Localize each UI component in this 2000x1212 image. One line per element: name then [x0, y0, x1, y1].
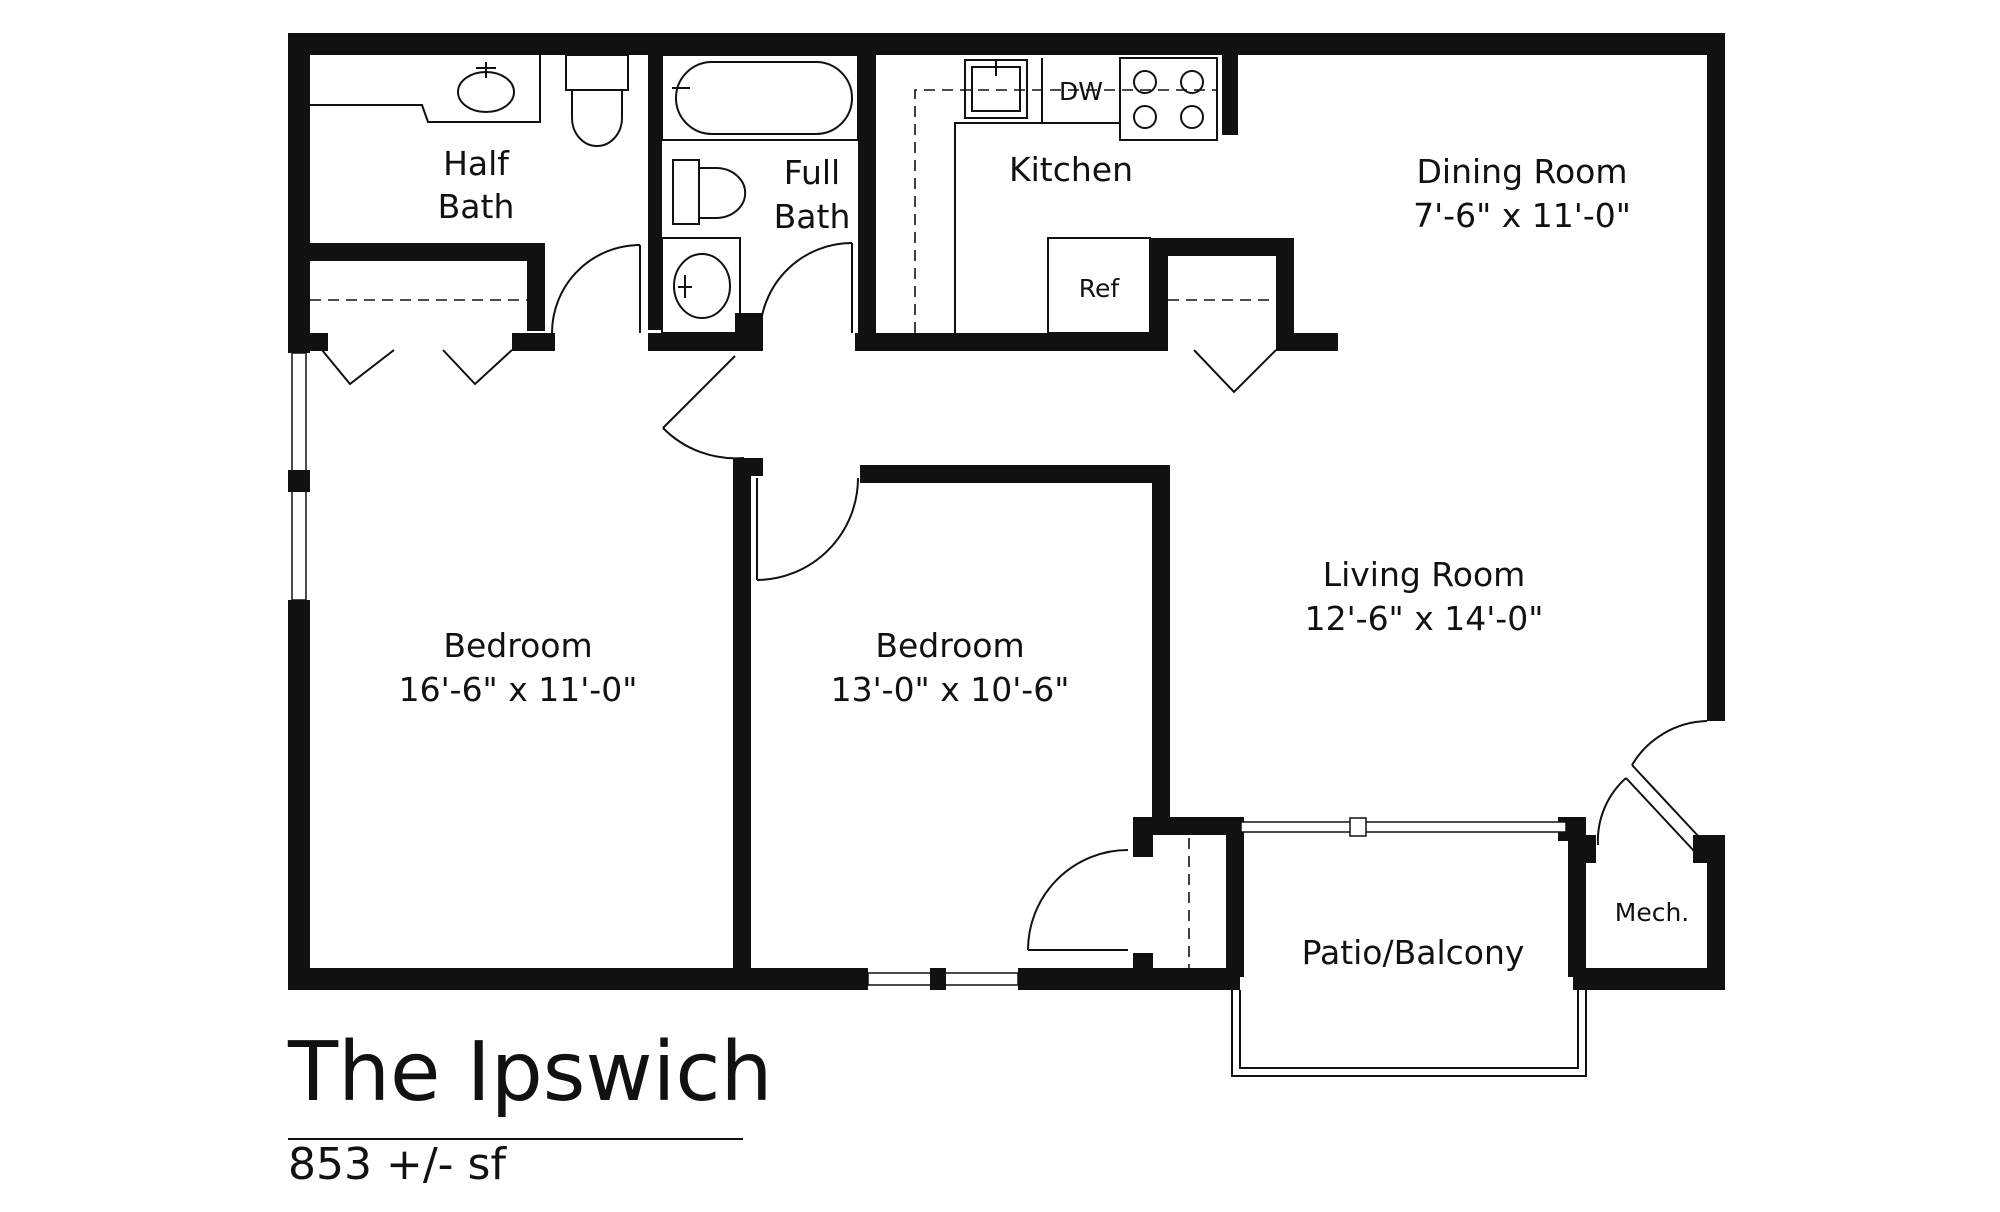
interior-walls	[288, 55, 1713, 978]
bedroom-2-label: Bedroom	[875, 626, 1024, 665]
balcony-outline	[1231, 990, 1587, 1077]
half-bath-label-line2: Bath	[438, 187, 515, 226]
half-bath-fixtures	[310, 54, 629, 147]
exterior-walls	[288, 33, 1725, 990]
full-bath-label-line2: Bath	[774, 197, 851, 236]
room-labels: Half Bath Full Bath Kitchen DW Ref Dinin…	[399, 77, 1690, 972]
kitchen-fixtures	[914, 57, 1218, 334]
bedroom-1-label: Bedroom	[443, 626, 592, 665]
windows	[288, 352, 1567, 990]
title-underline	[288, 1138, 743, 1140]
mech-label: Mech.	[1615, 898, 1690, 927]
bedroom-2-dimensions: 13'-0" x 10'-6"	[831, 670, 1070, 709]
full-bath-fixtures	[661, 54, 859, 334]
patio-balcony-label: Patio/Balcony	[1302, 933, 1525, 972]
plan-title: The Ipswich	[288, 1025, 773, 1120]
square-footage: 853 +/- sf	[288, 1139, 506, 1190]
living-room-dimensions: 12'-6" x 14'-0"	[1305, 599, 1544, 638]
dining-room-dimensions: 7'-6" x 11'-0"	[1413, 196, 1631, 235]
doors	[321, 242, 1708, 951]
closet-shelves	[310, 299, 1276, 968]
bedroom-1-dimensions: 16'-6" x 11'-0"	[399, 670, 638, 709]
refrigerator-label: Ref	[1079, 274, 1121, 303]
dining-room-label: Dining Room	[1417, 152, 1628, 191]
living-room-label: Living Room	[1323, 555, 1526, 594]
kitchen-label: Kitchen	[1009, 150, 1133, 189]
half-bath-label-line1: Half	[443, 144, 510, 183]
full-bath-label-line1: Full	[784, 153, 840, 192]
dishwasher-label: DW	[1059, 77, 1103, 106]
